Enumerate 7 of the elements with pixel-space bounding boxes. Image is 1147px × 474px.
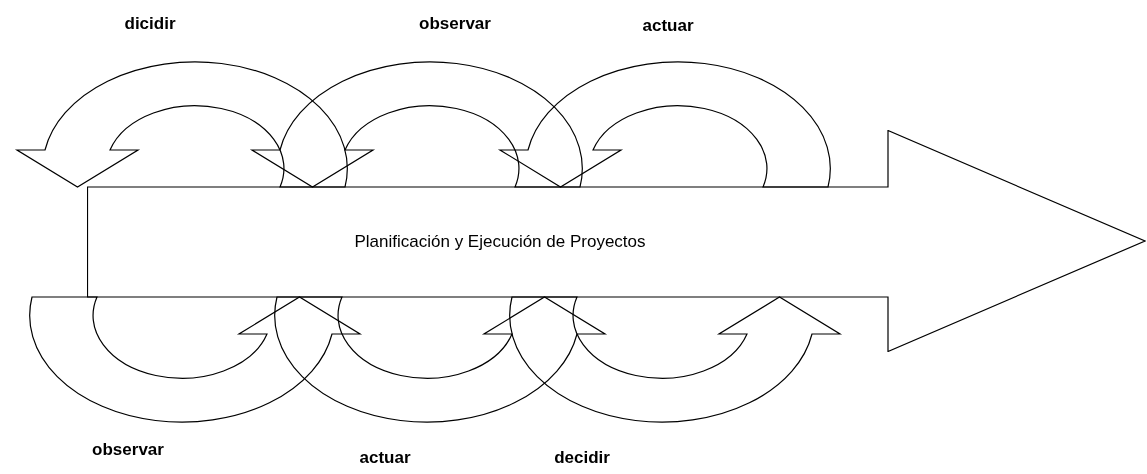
step-label: actuar [642, 16, 694, 36]
step-label: observar [92, 440, 164, 460]
arrow-label: Planificación y Ejecución de Proyectos [354, 232, 646, 252]
step-label: observar [419, 14, 491, 34]
step-label: dicidir [124, 14, 176, 34]
step-label: actuar [359, 448, 411, 468]
step-label: decidir [554, 448, 610, 468]
